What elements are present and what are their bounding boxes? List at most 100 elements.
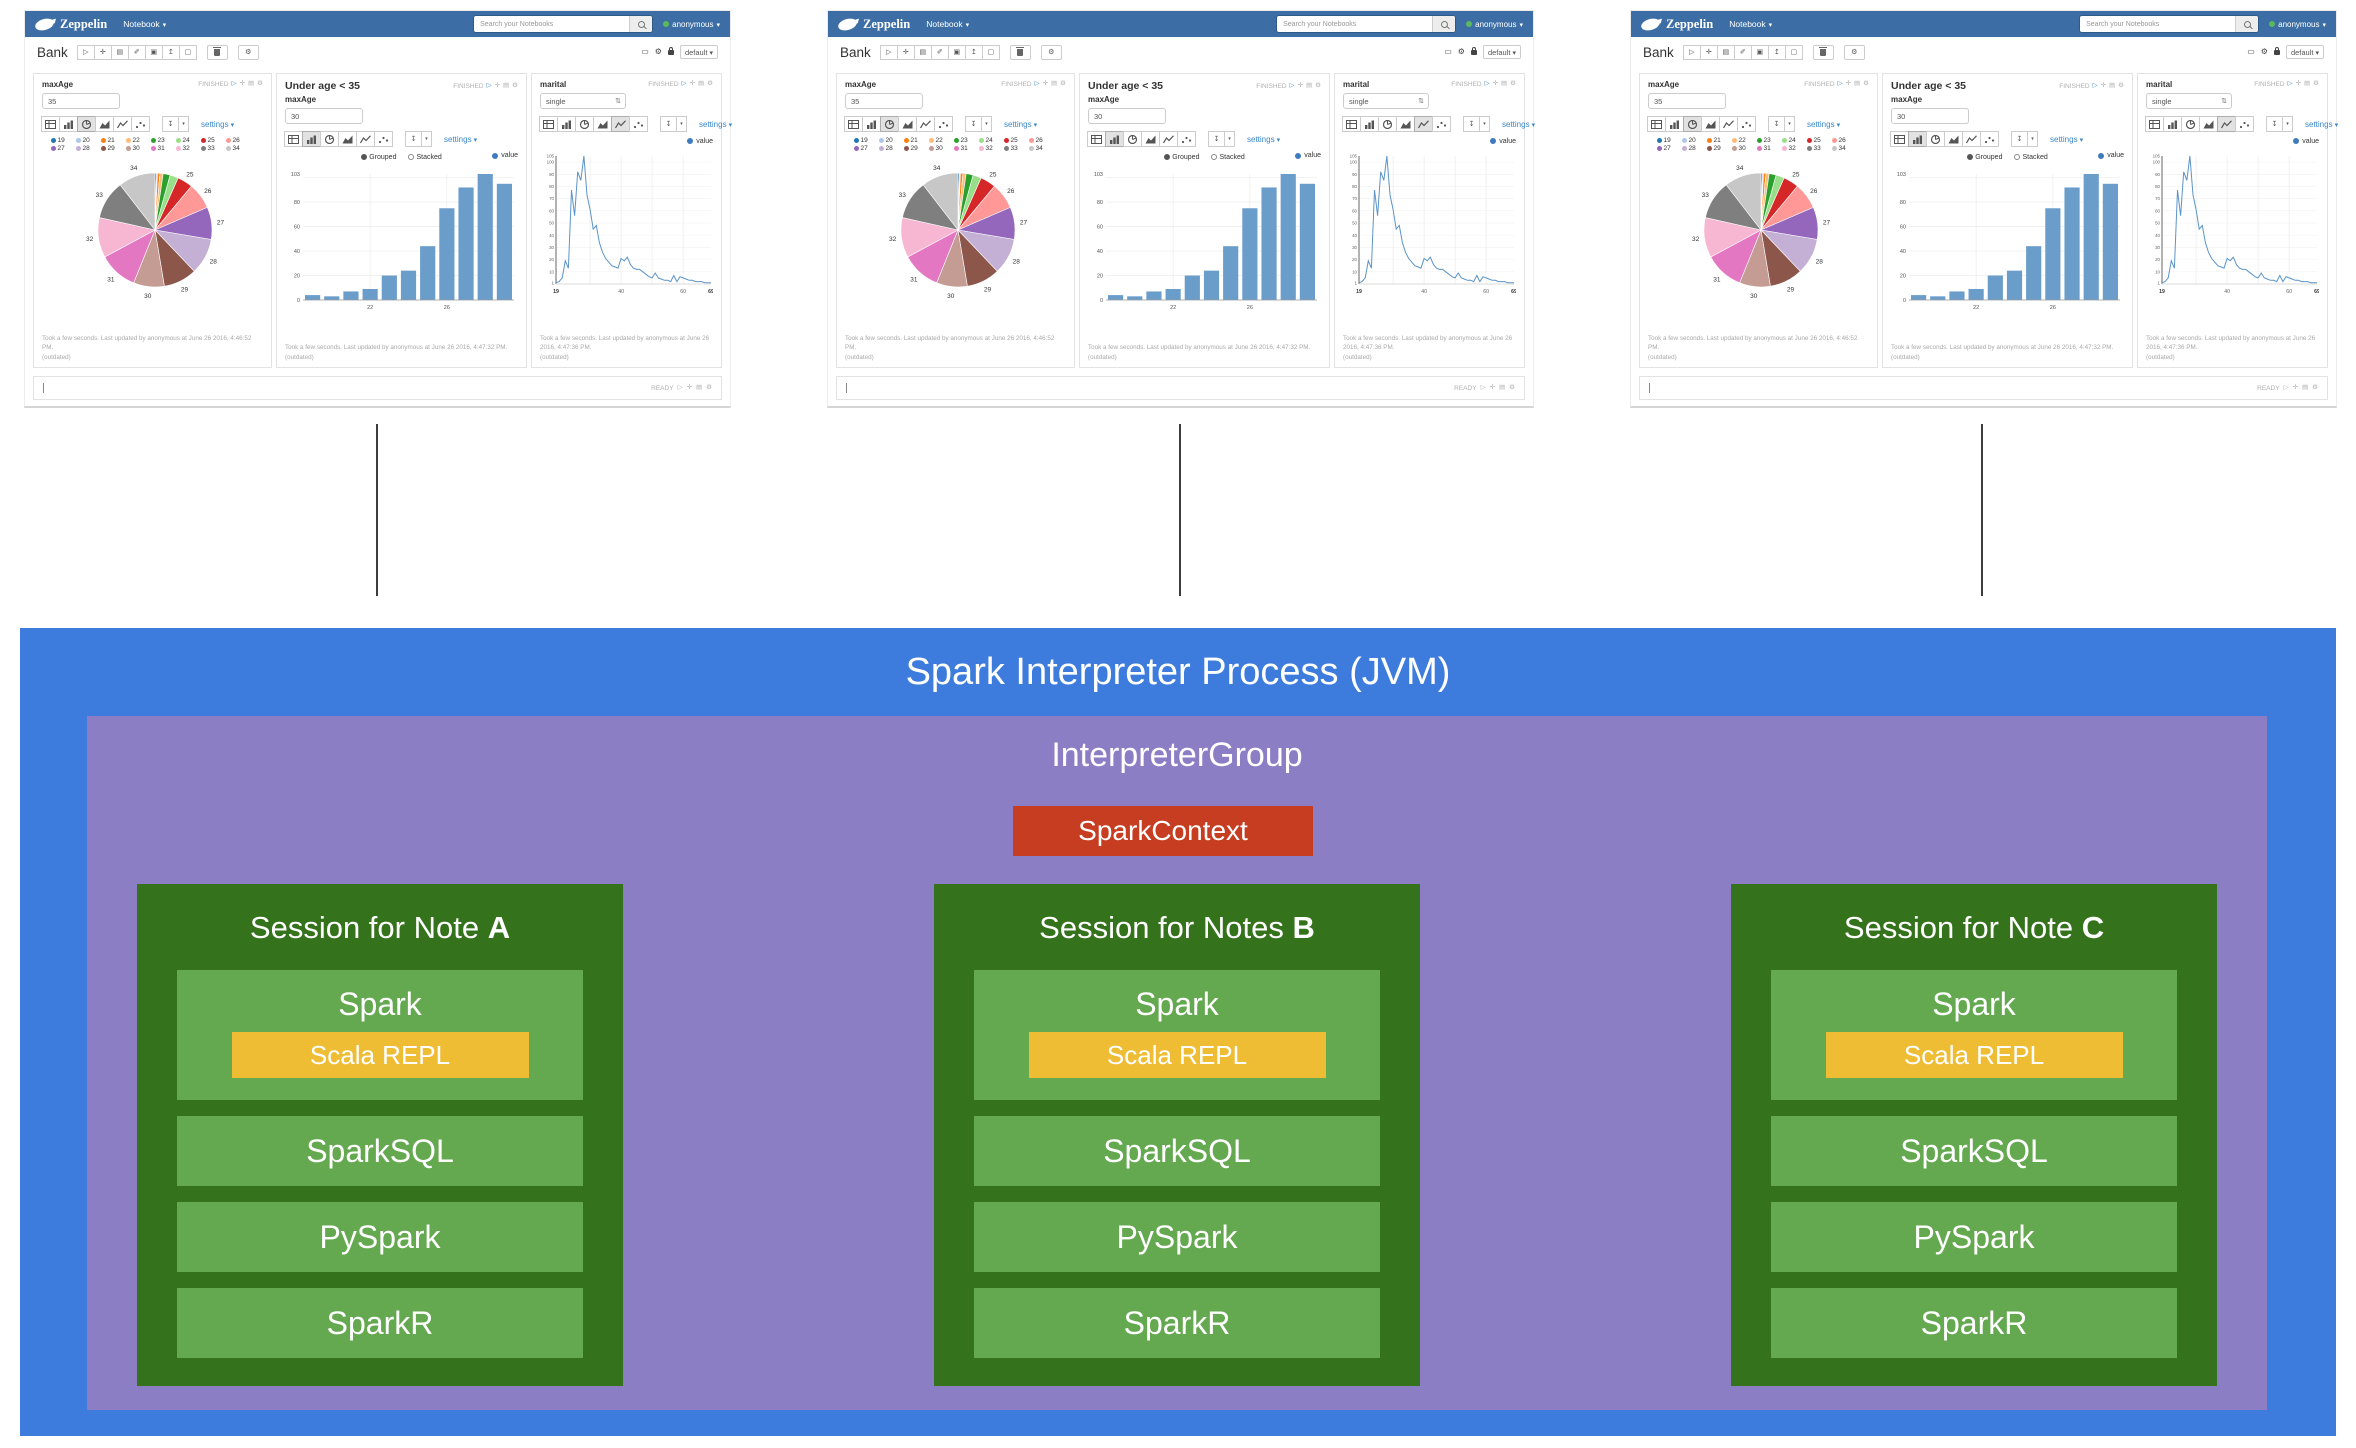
stacked-radio[interactable]: Stacked bbox=[1211, 154, 1245, 161]
series-legend[interactable]: value bbox=[1490, 136, 1516, 146]
legend-item[interactable]: 28 bbox=[75, 145, 93, 152]
gear-icon[interactable] bbox=[257, 81, 263, 88]
legend-item[interactable]: 22 bbox=[125, 137, 143, 144]
show-hide-code-button[interactable] bbox=[896, 44, 915, 60]
maxage-input[interactable]: 35 bbox=[845, 93, 923, 109]
table-chart-icon[interactable] bbox=[844, 116, 863, 132]
gear-icon[interactable] bbox=[1509, 385, 1515, 392]
legend-item[interactable]: 22 bbox=[1731, 137, 1749, 144]
legend-item[interactable]: 20 bbox=[1681, 137, 1699, 144]
notebook-title[interactable]: Bank bbox=[37, 44, 68, 60]
output-icon[interactable] bbox=[503, 83, 509, 90]
grouped-radio[interactable]: Grouped bbox=[1967, 154, 2002, 161]
gear-icon[interactable] bbox=[2313, 81, 2319, 88]
search-button[interactable] bbox=[629, 16, 653, 32]
remove-note-button[interactable] bbox=[1812, 44, 1834, 60]
output-icon[interactable] bbox=[698, 81, 704, 88]
version-control-button[interactable] bbox=[981, 44, 1000, 60]
gear-icon[interactable] bbox=[706, 385, 712, 392]
table-chart-icon[interactable] bbox=[539, 116, 558, 132]
pie-chart-icon[interactable] bbox=[1123, 131, 1142, 147]
notebook-menu[interactable]: Notebook bbox=[123, 19, 166, 29]
line-chart-icon[interactable] bbox=[2217, 116, 2236, 132]
show-hide-output-button[interactable] bbox=[110, 44, 129, 60]
keyboard-shortcuts-icon[interactable] bbox=[2247, 48, 2255, 56]
note-settings-icon[interactable] bbox=[1458, 48, 1465, 56]
bar-chart-icon[interactable] bbox=[2163, 116, 2182, 132]
expand-icon[interactable] bbox=[2101, 83, 2106, 90]
scatter-chart-icon[interactable] bbox=[131, 116, 150, 132]
legend-item[interactable]: 29 bbox=[903, 145, 921, 152]
output-icon[interactable] bbox=[1499, 385, 1505, 392]
run-paragraph-icon[interactable] bbox=[1838, 81, 1843, 88]
run-paragraph-icon[interactable] bbox=[682, 81, 687, 88]
legend-item[interactable]: 27 bbox=[1656, 145, 1674, 152]
marital-select[interactable]: single bbox=[1343, 93, 1429, 109]
legend-item[interactable]: 34 bbox=[225, 145, 243, 152]
remove-note-button[interactable] bbox=[206, 44, 228, 60]
maxage-input[interactable]: 30 bbox=[1088, 108, 1166, 124]
legend-item[interactable]: 19 bbox=[853, 137, 871, 144]
output-icon[interactable] bbox=[2109, 83, 2115, 90]
legend-item[interactable]: 26 bbox=[225, 137, 243, 144]
download-caret-button[interactable]: ▾ bbox=[676, 116, 687, 132]
legend-item[interactable]: 24 bbox=[1781, 137, 1799, 144]
area-chart-icon[interactable] bbox=[1141, 131, 1160, 147]
table-chart-icon[interactable] bbox=[2145, 116, 2164, 132]
legend-item[interactable]: 34 bbox=[1831, 145, 1849, 152]
pie-chart-icon[interactable] bbox=[1378, 116, 1397, 132]
legend-item[interactable]: 31 bbox=[150, 145, 168, 152]
play-icon[interactable] bbox=[1481, 385, 1486, 392]
search-input[interactable]: Search your Notebooks bbox=[2079, 15, 2260, 33]
scheduler-button[interactable] bbox=[1040, 44, 1062, 60]
legend-item[interactable]: 34 bbox=[1028, 145, 1046, 152]
scatter-chart-icon[interactable] bbox=[1177, 131, 1196, 147]
download-caret-button[interactable]: ▾ bbox=[1479, 116, 1490, 132]
legend-item[interactable]: 20 bbox=[878, 137, 896, 144]
bar-chart-icon[interactable] bbox=[1105, 131, 1124, 147]
legend-item[interactable]: 21 bbox=[100, 137, 118, 144]
legend-item[interactable]: 32 bbox=[175, 145, 193, 152]
keyboard-shortcuts-icon[interactable] bbox=[1444, 48, 1452, 56]
legend-item[interactable]: 23 bbox=[150, 137, 168, 144]
gear-icon[interactable] bbox=[512, 83, 518, 90]
settings-link[interactable]: settings bbox=[1247, 135, 1280, 144]
search-button[interactable] bbox=[1432, 16, 1456, 32]
scatter-chart-icon[interactable] bbox=[934, 116, 953, 132]
expand-icon[interactable] bbox=[240, 81, 245, 88]
run-paragraph-icon[interactable] bbox=[232, 81, 237, 88]
legend-item[interactable]: 28 bbox=[878, 145, 896, 152]
expand-icon[interactable] bbox=[687, 385, 692, 392]
run-paragraph-icon[interactable] bbox=[487, 83, 492, 90]
area-chart-icon[interactable] bbox=[1701, 116, 1720, 132]
download-caret-button[interactable]: ▾ bbox=[2282, 116, 2293, 132]
expand-icon[interactable] bbox=[2293, 385, 2298, 392]
interpreter-binding-button[interactable]: default bbox=[1482, 45, 1521, 59]
legend-item[interactable]: 19 bbox=[1656, 137, 1674, 144]
legend-item[interactable]: 31 bbox=[1756, 145, 1774, 152]
output-icon[interactable] bbox=[1854, 81, 1860, 88]
run-paragraph-icon[interactable] bbox=[1035, 81, 1040, 88]
series-legend[interactable]: value bbox=[2098, 152, 2124, 159]
line-chart-icon[interactable] bbox=[356, 131, 375, 147]
area-chart-icon[interactable] bbox=[95, 116, 114, 132]
export-note-button[interactable] bbox=[1767, 44, 1786, 60]
table-chart-icon[interactable] bbox=[1647, 116, 1666, 132]
pie-chart-icon[interactable] bbox=[77, 116, 96, 132]
notebook-title[interactable]: Bank bbox=[840, 44, 871, 60]
download-caret-button[interactable]: ▾ bbox=[178, 116, 189, 132]
bar-chart-icon[interactable] bbox=[302, 131, 321, 147]
settings-link[interactable]: settings bbox=[2050, 135, 2083, 144]
table-chart-icon[interactable] bbox=[1087, 131, 1106, 147]
expand-icon[interactable] bbox=[1846, 81, 1851, 88]
legend-item[interactable]: 23 bbox=[953, 137, 971, 144]
legend-item[interactable]: 33 bbox=[1806, 145, 1824, 152]
bar-chart-icon[interactable] bbox=[1908, 131, 1927, 147]
bar-chart-icon[interactable] bbox=[557, 116, 576, 132]
run-paragraph-icon[interactable] bbox=[1485, 81, 1490, 88]
legend-item[interactable]: 29 bbox=[100, 145, 118, 152]
legend-item[interactable]: 30 bbox=[928, 145, 946, 152]
clear-output-button[interactable] bbox=[127, 44, 146, 60]
pie-chart-icon[interactable] bbox=[575, 116, 594, 132]
pie-chart-icon[interactable] bbox=[1683, 116, 1702, 132]
